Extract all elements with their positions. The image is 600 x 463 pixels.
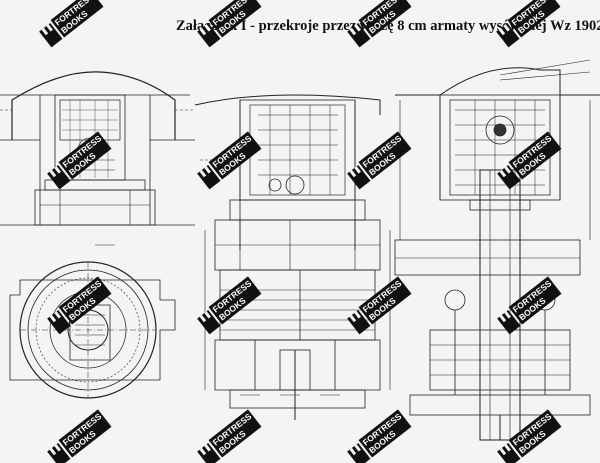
right-section [394, 59, 600, 441]
left-plan-view [9, 244, 176, 399]
middle-section [194, 94, 395, 420]
page-title: Załącznik I - przekroje przez wieżę 8 cm… [176, 18, 600, 34]
